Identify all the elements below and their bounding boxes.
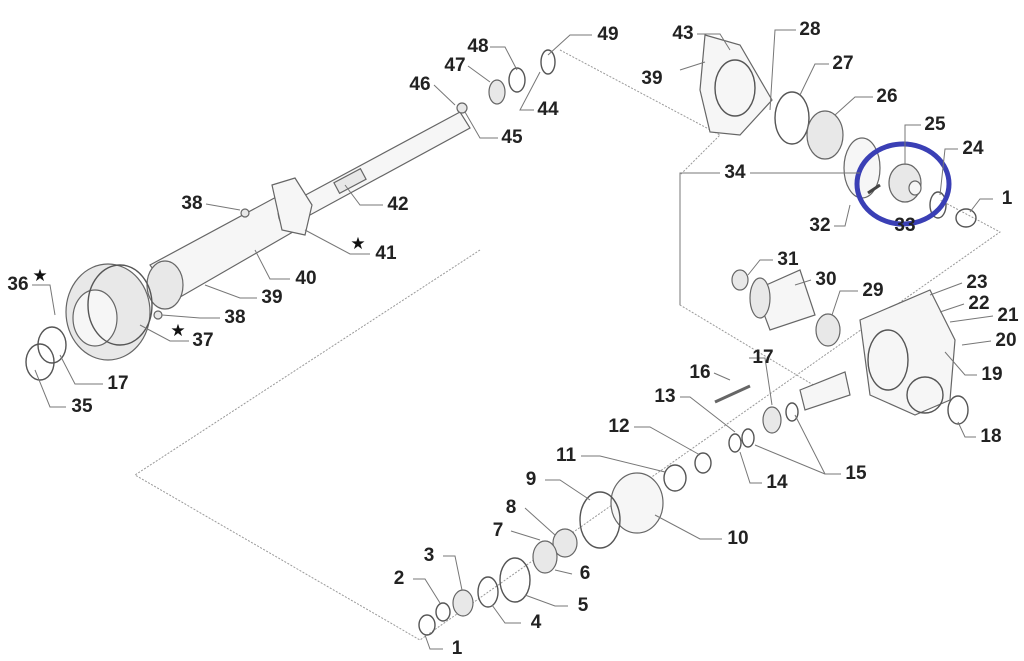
label-26: 26	[876, 86, 897, 107]
label-49: 49	[597, 24, 618, 45]
label-17: 17	[107, 373, 128, 394]
label-44: 44	[537, 99, 559, 120]
label-38: 38	[181, 193, 202, 214]
ring-14b	[728, 433, 742, 453]
shaft-42	[299, 111, 471, 216]
label-1-top: 1	[1002, 188, 1013, 209]
ring-1-bottom	[418, 614, 436, 636]
label-27: 27	[832, 53, 853, 74]
label-38b: 38	[224, 307, 245, 328]
label-7: 7	[493, 520, 504, 541]
label-11: 11	[556, 445, 577, 466]
housing-right	[859, 289, 956, 416]
label-48: 48	[467, 36, 488, 57]
ring-1-top	[955, 208, 977, 228]
label-6: 6	[580, 563, 591, 584]
plate-9	[579, 491, 621, 549]
ring-14	[741, 428, 755, 448]
cover-43	[679, 34, 773, 136]
top-rings	[456, 49, 556, 114]
pinion-shaft	[799, 371, 851, 411]
label-22: 22	[968, 293, 989, 314]
label-18: 18	[980, 426, 1001, 447]
label-45: 45	[501, 127, 523, 148]
bearing-17b	[762, 406, 782, 434]
star-icon: ★	[350, 234, 365, 254]
star-icon: ★	[170, 321, 185, 341]
assembly-outline	[559, 49, 831, 396]
seal-29	[815, 313, 841, 347]
part-8	[552, 528, 578, 558]
label-28: 28	[799, 19, 820, 40]
label-9: 9	[526, 469, 537, 490]
plug-38	[240, 208, 250, 218]
ring-11	[663, 464, 687, 492]
oring-27	[774, 91, 810, 145]
label-32: 32	[809, 215, 830, 236]
label-29: 29	[862, 280, 883, 301]
label-31: 31	[777, 249, 799, 270]
label-21: 21	[997, 305, 1019, 326]
label-15: 15	[845, 463, 867, 484]
label-33: 33	[894, 215, 915, 236]
label-12: 12	[608, 416, 629, 437]
label-30: 30	[815, 269, 836, 290]
seal-18	[947, 395, 969, 425]
label-2: 2	[394, 568, 405, 589]
cup-10	[610, 472, 664, 534]
bearing-3	[452, 589, 474, 617]
bearing-31	[731, 269, 749, 291]
label-10: 10	[727, 528, 748, 549]
label-4: 4	[531, 612, 542, 633]
label-5: 5	[578, 595, 589, 616]
ring-15	[785, 402, 799, 422]
label-41: 41	[375, 243, 397, 264]
plug-38b	[153, 310, 163, 320]
ring-12	[694, 452, 712, 474]
plate-5	[499, 557, 531, 603]
ring-4	[477, 576, 499, 608]
label-39b: 39	[261, 287, 282, 308]
label-37: 37	[192, 330, 213, 351]
gear-shaft-30	[749, 269, 816, 331]
label-16: 16	[689, 362, 710, 383]
ring-2	[435, 602, 451, 622]
highlight-circle	[854, 141, 952, 227]
circlip-35	[25, 343, 55, 381]
gear-6	[532, 540, 558, 574]
label-24: 24	[962, 138, 984, 159]
flange-41	[271, 177, 313, 236]
label-39: 39	[641, 68, 662, 89]
label-23: 23	[966, 272, 987, 293]
star-icon: ★	[32, 266, 47, 286]
label-8: 8	[506, 497, 517, 518]
label-17b: 17	[752, 347, 773, 368]
label-40: 40	[295, 268, 316, 289]
label-20: 20	[995, 330, 1016, 351]
label-46: 46	[409, 74, 430, 95]
label-42: 42	[387, 194, 408, 215]
label-47: 47	[444, 55, 465, 76]
bearing-24	[929, 191, 947, 219]
label-34: 34	[724, 162, 746, 183]
label-14: 14	[766, 472, 788, 493]
seal-26	[806, 110, 844, 160]
label-36: 36	[7, 274, 28, 295]
label-35: 35	[71, 396, 93, 417]
label-19: 19	[981, 364, 1002, 385]
pin-33	[867, 183, 881, 195]
leader-lines	[32, 29, 994, 650]
housing-left	[65, 263, 153, 361]
label-13: 13	[654, 386, 675, 407]
label-3: 3	[424, 545, 435, 566]
part-number-labels: 49 48 47 46 44 45 43 39 28 27 26 25 24 3…	[7, 19, 1019, 659]
label-25: 25	[924, 114, 946, 135]
label-1-bottom: 1	[452, 638, 463, 659]
gear-25	[888, 163, 922, 203]
assembly-outline-lower	[134, 199, 1001, 641]
rod-16	[714, 384, 751, 404]
label-43: 43	[672, 23, 693, 44]
bearing-17	[37, 326, 67, 364]
